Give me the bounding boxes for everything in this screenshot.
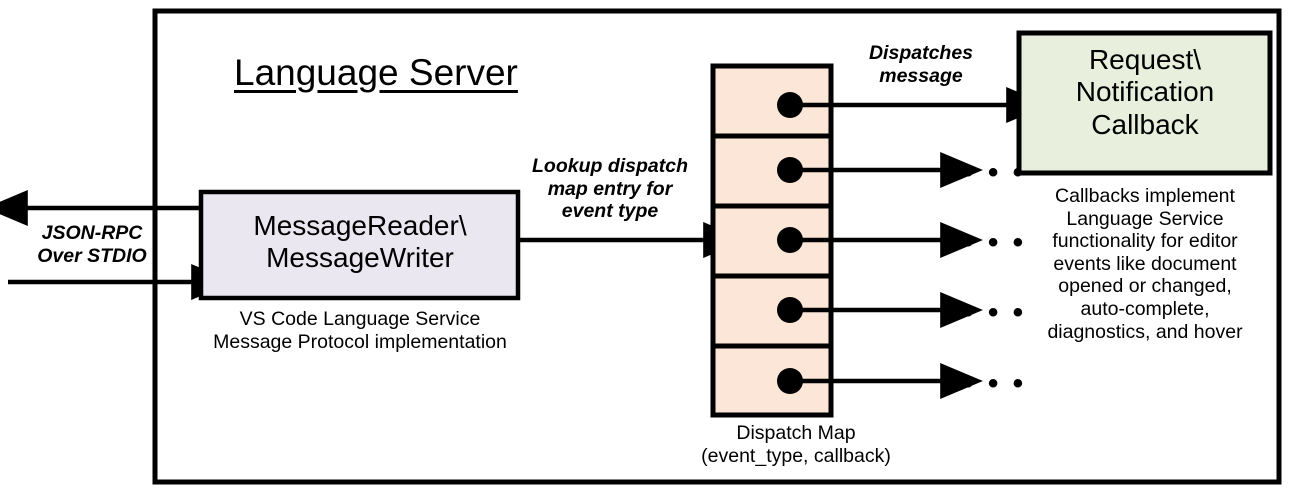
ellipsis-row-3: • • • xyxy=(963,226,1027,259)
callback-caption-line5: opened or changed, xyxy=(1058,275,1232,298)
ellipsis-row-4: • • • xyxy=(963,296,1027,329)
callback-box-line3: Callback xyxy=(1091,108,1199,140)
callback-box-line2: Notification xyxy=(1075,76,1215,108)
callback-box-line1: Request\ xyxy=(1088,44,1202,75)
callback-caption-line3: functionality for editor xyxy=(1052,230,1238,253)
lookup-dispatch-line3: event type xyxy=(561,200,659,223)
dispatch-map-caption-line2: (event_type, callback) xyxy=(701,444,891,467)
message-reader-writer-line2: MessageWriter xyxy=(266,242,454,274)
ellipsis-row-2: • • • xyxy=(963,156,1027,189)
ellipsis-row-5: • • • xyxy=(963,367,1027,400)
message-box-caption-line1: VS Code Language Service xyxy=(239,308,481,330)
message-reader-writer-label: MessageReader\MessageWriter xyxy=(204,210,516,275)
callback-caption-line6: auto-complete, xyxy=(1080,298,1210,321)
lookup-dispatch-line2: map entry for xyxy=(547,177,673,200)
message-reader-writer-line1: MessageReader\ xyxy=(253,210,467,241)
dispatch-map-caption: Dispatch Map(event_type, callback) xyxy=(636,422,956,467)
message-box-caption-line2: Message Protocol implementation xyxy=(213,330,507,353)
message-reader-writer-box[interactable] xyxy=(198,189,521,301)
dispatches-message-line1: Dispatches xyxy=(868,42,974,64)
callback-caption-line1: Callbacks implement xyxy=(1055,185,1235,207)
dispatch-map-caption-line1: Dispatch Map xyxy=(736,422,856,444)
dispatches-message-line2: message xyxy=(879,64,963,87)
lookup-dispatch-line1: Lookup dispatch xyxy=(532,155,688,177)
callback-caption-line4: events like document xyxy=(1053,252,1237,275)
json-rpc-label-line2: Over STDIO xyxy=(37,244,147,267)
callback-caption-line7: diagnostics, and hover xyxy=(1047,320,1243,343)
json-rpc-label-line1: JSON-RPC xyxy=(41,222,143,244)
request-notification-callback-box[interactable] xyxy=(1016,30,1273,176)
page-title: Language Server xyxy=(234,52,518,93)
callback-caption-line2: Language Service xyxy=(1066,207,1224,230)
language-server-frame xyxy=(152,8,1282,485)
